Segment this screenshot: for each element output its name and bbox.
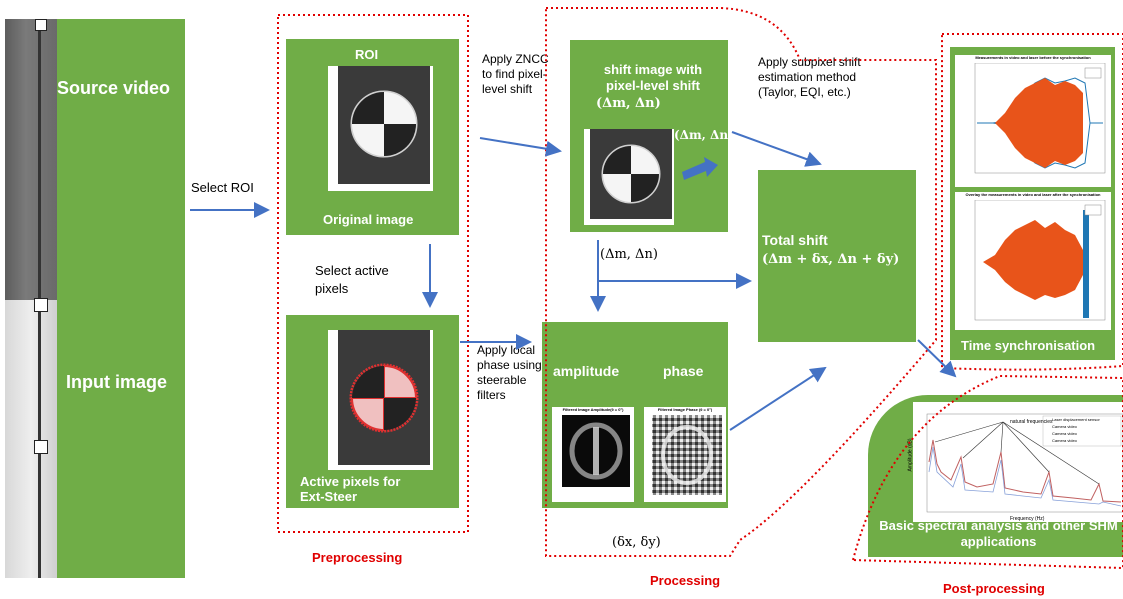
arrow-total-to-post [917,339,957,378]
freq-xlabel: Frequency (Hz) [1010,516,1045,522]
apply-local-phase-label: Apply local phase using steerable filter… [477,343,542,402]
phase-label: phase [663,363,704,379]
shift-image-graphic [590,129,672,219]
target-marker-top [35,19,47,31]
shift-image [584,129,674,225]
apply-zncc-label: Apply ZNCC to find pixel-level shift [482,52,549,96]
shift-math-label: (Δm, Δn) [596,96,661,111]
legend-laser: Laser displacement sensor [1052,417,1100,422]
post-processing-outline [851,374,1123,570]
arrow-phase-to-total [729,366,827,431]
amplitude-plot-title: Filtered Image Amplitude(θ = 0°) [562,407,624,412]
target-marker-mid [34,298,48,312]
post-processing-label: Post-processing [943,581,1045,596]
shift-arrow-math: (Δm, Δn) [674,128,734,142]
roi-image [328,66,433,191]
roi-label: ROI [355,47,379,62]
total-shift-math: (Δm + δx, Δn + δy) [762,252,900,267]
apply-subpixel-label: Apply subpixel shift estimation method (… [758,55,861,99]
time-sync-outline [941,33,1123,371]
arrow-zncc [479,137,562,157]
input-image-label: Input image [66,372,168,392]
source-video-label: Source video [57,78,171,98]
select-roi-label: Select ROI [191,180,254,195]
natural-freq-label: natural frequencies [1010,419,1053,425]
stage-outlines [277,7,1123,570]
total-shift-label: Total shift [762,232,828,248]
spectral-plot-graphic [926,413,1123,513]
sync-plot-after-title: Overlay the measurements in video and la… [965,192,1101,197]
total-shift-box [758,170,916,342]
dm-dn-label: (Δm, Δn) [600,247,658,262]
sync-plot-after-graphic [974,199,1106,321]
legend-cam2: Camera video [1052,431,1077,436]
time-sync-label: Time synchronisation [961,338,1096,353]
processing-label: Processing [650,573,721,588]
sync-plot-before: Measurements in video and laser before t… [955,55,1111,187]
arrow-subpixel [731,131,822,167]
preprocessing-label: Preprocessing [312,550,403,565]
amplitude-label: amplitude [553,363,620,379]
phase-plot: Filtered Image Phase (θ = 0°) [644,407,726,502]
dx-dy-label: (δx, δy) [612,535,661,550]
amplitude-plot-graphic [562,415,630,487]
legend-cam1: Camera video [1052,424,1077,429]
phase-plot-graphic [652,415,722,495]
legend-cam3: Camera video [1052,438,1077,443]
roi-image-graphic [338,66,430,184]
target-marker-low [34,440,48,454]
original-image-label: Original image [323,212,414,227]
sync-plot-before-title: Measurements in video and laser before t… [975,55,1091,60]
sync-plot-after: Overlay the measurements in video and la… [955,192,1111,330]
spectral-plot [913,402,1123,522]
active-pixels-image [328,330,433,470]
processing-outline [545,7,937,557]
source-video-strip-lower [5,300,57,578]
active-pixels-graphic [338,330,430,465]
shift-arrow-icon [682,157,718,180]
phase-plot-title: Filtered Image Phase (θ = 0°) [657,407,713,412]
active-pixels-label: Active pixels for Ext-Steer [300,474,401,504]
amplitude-plot: Filtered Image Amplitude(θ = 0°) [552,407,634,502]
select-active-pixels-label: Select active pixels [315,263,389,296]
preprocessing-outline [277,14,469,533]
shift-image-label: shift image with pixel-level shift [603,62,703,93]
sync-plot-before-graphic [974,62,1106,174]
spectral-label: Basic spectral analysis and other SHM ap… [879,518,1118,549]
